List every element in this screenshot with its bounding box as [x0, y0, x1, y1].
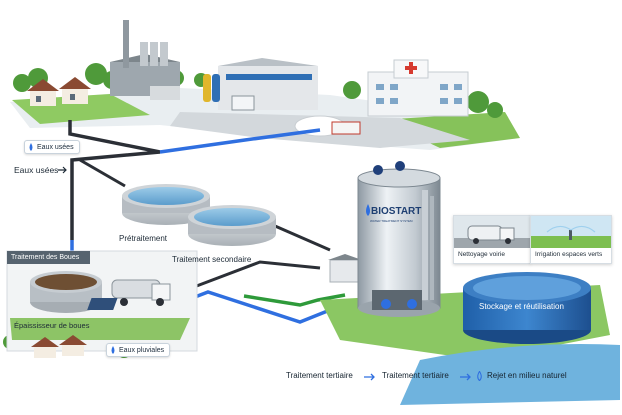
- arrow-right-icon: [460, 373, 471, 381]
- legend-step-3: Rejet en milieu naturel: [487, 371, 567, 380]
- eaux-pluviales-pill: Eaux pluviales: [106, 343, 171, 357]
- biostart-logo-drop: [366, 204, 370, 216]
- eaux-usees-pill-label: Eaux usées: [37, 143, 74, 151]
- arrow-right-icon: [364, 373, 375, 381]
- control-building: [329, 259, 361, 283]
- pretreatment-label: Prétraitement: [119, 234, 168, 243]
- eaux-usees-pill: Eaux usées: [24, 140, 80, 154]
- sprinkler-icon: [531, 216, 611, 248]
- pipe-black-main: [68, 120, 161, 240]
- pretreatment-basin: [122, 184, 210, 225]
- street-cleaning-card: Nettoyage voirie: [453, 215, 531, 264]
- irrigation-card: Irrigation espaces verts: [530, 215, 612, 264]
- arrow-right-icon: [58, 166, 67, 174]
- houses-top: [27, 77, 91, 106]
- biostart-brand: BIOSTART: [371, 206, 421, 217]
- water-drop-icon: [29, 143, 33, 151]
- factory: [110, 20, 180, 100]
- secondary-basin: [188, 205, 276, 246]
- hospital: [331, 59, 469, 135]
- eaux-usees-side-label: Eaux usées: [14, 165, 59, 175]
- storage-tank: [463, 272, 591, 344]
- water-body: [400, 344, 620, 405]
- sludge-panel-title: Traitement des Boues: [7, 251, 90, 264]
- street-cleaning-caption: Nettoyage voirie: [458, 251, 505, 258]
- water-drop-icon: [111, 346, 115, 354]
- pipe-black-secondary: [274, 224, 331, 252]
- legend-step-1: Traitement tertiaire: [286, 371, 353, 380]
- storage-label: Stockage et réutilisation: [479, 302, 564, 311]
- warehouse: [203, 58, 318, 111]
- pipe-green: [243, 293, 346, 307]
- biostart-tagline: WATER TREATMENT SYSTEM: [370, 219, 413, 223]
- pipe-blue-top: [159, 128, 321, 154]
- solar-panel: [87, 298, 118, 310]
- pipe-black-2: [79, 158, 126, 188]
- secondary-treatment-label: Traitement secondaire: [172, 255, 252, 264]
- eaux-pluviales-label: Eaux pluviales: [119, 346, 165, 354]
- street-cleaning-truck-icon: [454, 216, 530, 248]
- biostart-tank: [357, 161, 441, 317]
- irrigation-caption: Irrigation espaces verts: [535, 251, 603, 258]
- hospital-lawn: [380, 112, 520, 148]
- pipe-black-low: [185, 260, 321, 292]
- thickener-label: Épaississeur de boues: [14, 321, 90, 330]
- water-drop-icon: [477, 371, 482, 381]
- legend-step-2: Traitement tertiaire: [382, 371, 449, 380]
